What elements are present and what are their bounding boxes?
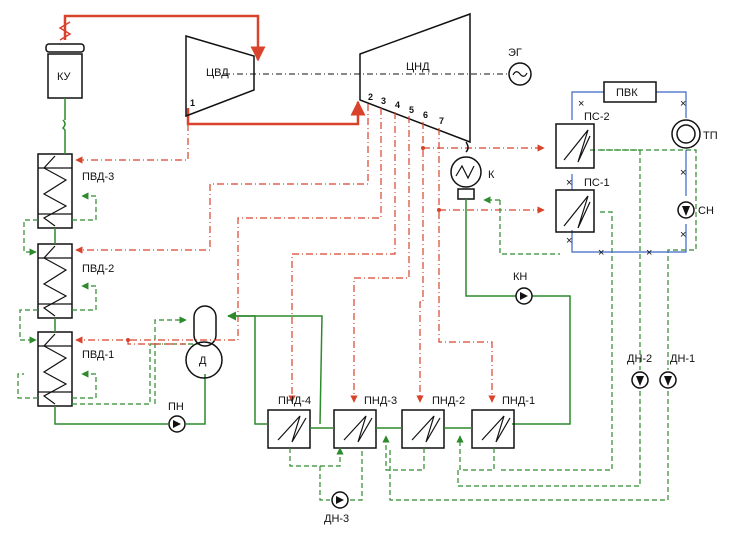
heater-pnd3: ПНД-3 bbox=[333, 395, 397, 449]
heater-ps2: ПС-2 bbox=[555, 111, 610, 169]
turbine-cvd: ЦВД 1 bbox=[185, 34, 255, 118]
svg-text:×: × bbox=[680, 229, 686, 241]
svg-text:×: × bbox=[646, 247, 652, 259]
pump-pn: ПН bbox=[168, 401, 186, 433]
extraction-6: 6 bbox=[423, 110, 428, 120]
extraction-5: 5 bbox=[409, 105, 414, 115]
svg-text:×: × bbox=[598, 247, 604, 259]
heater-pvd1: ПВД-1 bbox=[37, 331, 114, 407]
label-pnd2: ПНД-2 bbox=[432, 395, 465, 407]
boiler-pvk: ПВК bbox=[603, 81, 657, 103]
condenser-k: К bbox=[450, 141, 495, 200]
label-d: Д bbox=[199, 355, 207, 367]
heater-pvd3: ПВД-3 bbox=[37, 153, 114, 229]
label-ku: КУ bbox=[57, 71, 72, 83]
label-sn: СН bbox=[698, 205, 714, 217]
svg-text:×: × bbox=[566, 235, 572, 247]
heating-network: × × × × × × × × bbox=[566, 91, 687, 259]
svg-text:×: × bbox=[578, 98, 584, 110]
label-pvd2: ПВД-2 bbox=[82, 263, 114, 275]
pump-dn3: ДН-3 bbox=[324, 491, 349, 525]
heat-consumer-tp: ТП bbox=[671, 119, 718, 149]
label-cnd: ЦНД bbox=[406, 61, 430, 73]
label-pvd1: ПВД-1 bbox=[82, 349, 114, 361]
label-k: К bbox=[488, 169, 495, 181]
pump-dn1: ДН-1 bbox=[659, 353, 695, 389]
label-pvd3: ПВД-3 bbox=[82, 171, 114, 183]
svg-text:×: × bbox=[680, 167, 686, 179]
label-pvk: ПВК bbox=[616, 87, 638, 99]
condensate-line bbox=[465, 196, 571, 425]
pump-sn: СН bbox=[677, 201, 714, 219]
extraction-4: 4 bbox=[395, 100, 400, 110]
label-pnd1: ПНД-1 bbox=[502, 395, 535, 407]
label-ps1: ПС-1 bbox=[584, 177, 610, 189]
label-ps2: ПС-2 bbox=[584, 111, 610, 123]
heater-pnd1: ПНД-1 bbox=[471, 395, 535, 449]
pnd-condensate-line bbox=[228, 315, 472, 429]
label-pnd3: ПНД-3 bbox=[364, 395, 397, 407]
svg-text:×: × bbox=[566, 177, 572, 189]
generator-eg: ЭГ bbox=[508, 47, 532, 86]
label-dn3: ДН-3 bbox=[324, 513, 349, 525]
label-kn: КН bbox=[513, 271, 527, 283]
extraction-1: 1 bbox=[190, 98, 195, 108]
label-pnd4: ПНД-4 bbox=[278, 395, 311, 407]
heater-pnd2: ПНД-2 bbox=[401, 395, 465, 449]
label-eg: ЭГ bbox=[508, 47, 522, 59]
extraction-7: 7 bbox=[439, 116, 444, 126]
boiler-ku: КУ bbox=[45, 43, 85, 99]
heater-pnd4: ПНД-4 bbox=[267, 395, 311, 449]
label-cvd: ЦВД bbox=[206, 67, 229, 79]
pump-kn: КН bbox=[513, 271, 533, 305]
pump-dn2: ДН-2 bbox=[627, 353, 652, 389]
extraction-lines bbox=[75, 104, 545, 403]
deaerator-d: Д bbox=[185, 305, 223, 379]
svg-text:×: × bbox=[680, 98, 686, 110]
extraction-3: 3 bbox=[381, 96, 386, 106]
pnd-drains bbox=[289, 149, 697, 501]
label-pn: ПН bbox=[168, 401, 184, 413]
turbine-cnd: ЦНД 2 3 4 5 6 7 bbox=[359, 12, 471, 144]
label-tp: ТП bbox=[703, 130, 718, 142]
label-dn1: ДН-1 bbox=[670, 353, 695, 365]
label-dn2: ДН-2 bbox=[627, 353, 652, 365]
extraction-2: 2 bbox=[368, 92, 373, 102]
heater-ps1: ПС-1 bbox=[555, 177, 610, 233]
heater-pvd2: ПВД-2 bbox=[37, 243, 114, 319]
feedwater-line bbox=[54, 98, 323, 425]
pvd-drains bbox=[17, 192, 200, 405]
